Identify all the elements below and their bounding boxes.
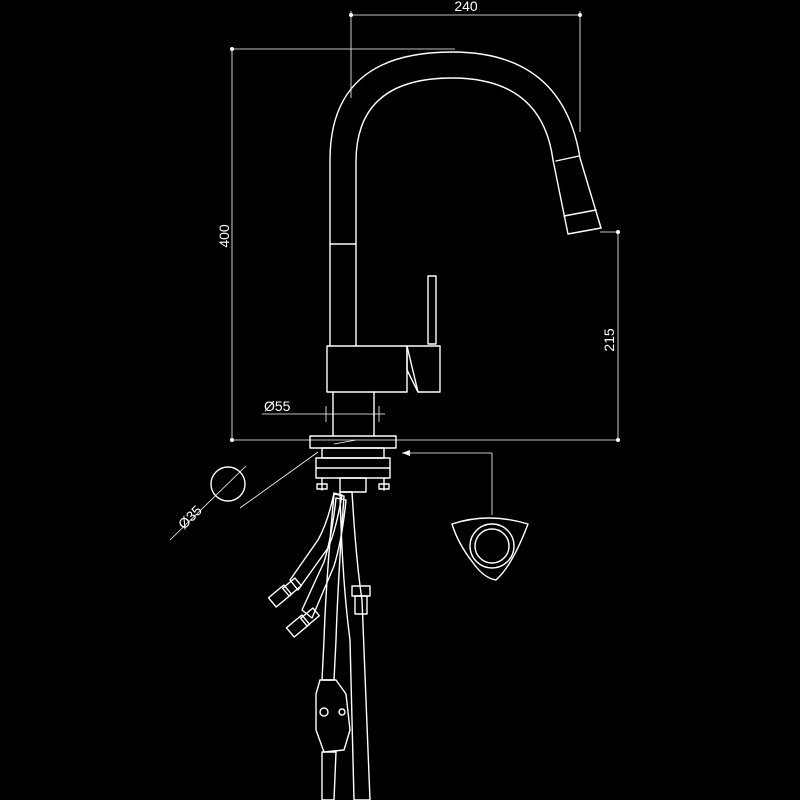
diverter-box bbox=[315, 679, 351, 800]
hose-connector-center bbox=[351, 585, 371, 615]
dimension-height-label: 400 bbox=[216, 224, 232, 248]
supply-hoses bbox=[267, 491, 371, 800]
dimension-height: 400 bbox=[216, 47, 455, 442]
hose-connector-upper bbox=[267, 577, 303, 608]
mounting-nut-detail bbox=[451, 517, 529, 581]
dimension-hole-diameter-label: Ø35 bbox=[175, 502, 205, 532]
dimension-width: 240 bbox=[349, 0, 582, 132]
mounting-assembly bbox=[315, 447, 391, 493]
faucet-body bbox=[309, 51, 602, 449]
dimension-spout-height: 215 bbox=[600, 230, 620, 442]
dimension-spout-height-label: 215 bbox=[601, 328, 617, 352]
dimension-width-label: 240 bbox=[454, 0, 478, 14]
mounting-nut-leader bbox=[402, 450, 493, 515]
hose-connector-lower bbox=[285, 607, 321, 638]
dimension-base-diameter-label: Ø55 bbox=[264, 398, 291, 414]
dimension-base-diameter: Ø55 bbox=[262, 398, 385, 422]
dimension-hole-diameter: Ø35 bbox=[169, 451, 319, 541]
